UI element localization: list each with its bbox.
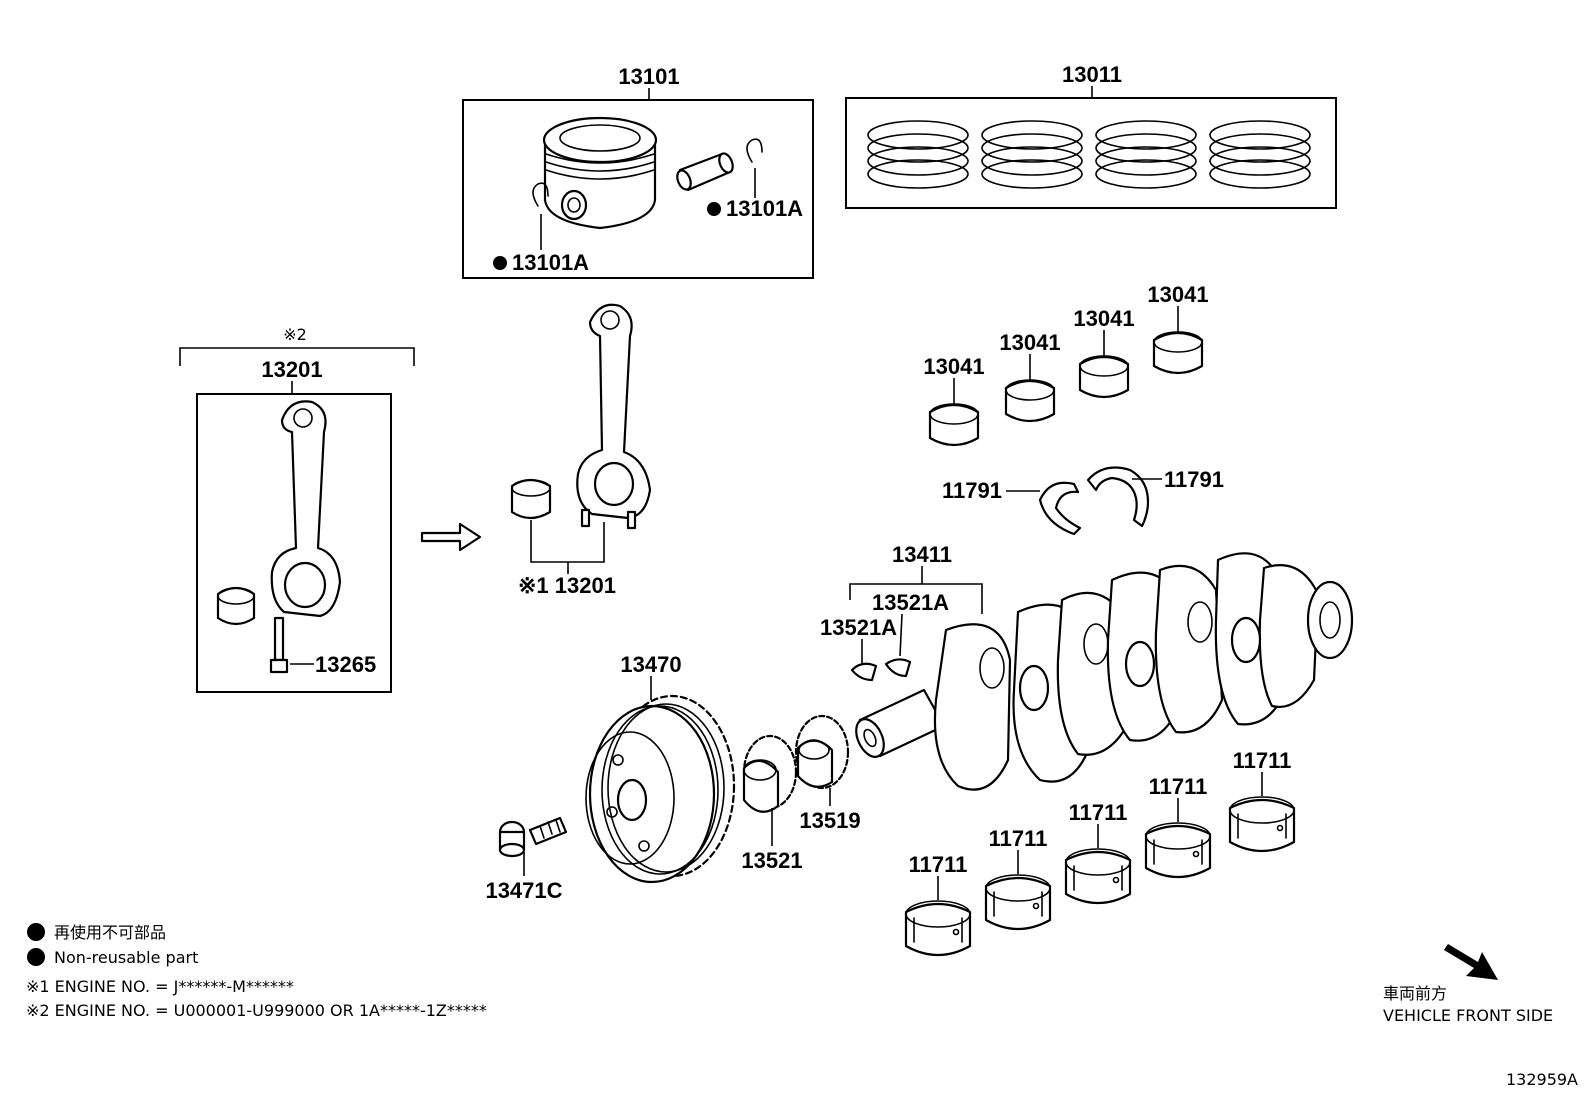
thrust-washer-group: 11791 11791 — [942, 466, 1224, 536]
crank-gear-icon[interactable] — [742, 734, 798, 813]
callout-13265[interactable]: 13265 — [315, 652, 376, 677]
callout-13201-installed[interactable]: ※1 13201 — [518, 573, 616, 598]
piston-icon[interactable] — [542, 116, 658, 230]
legend-jp: 再使用不可部品 — [54, 923, 166, 942]
gear-group: 13521 13519 — [741, 714, 861, 873]
callout-13041-2[interactable]: 13041 — [999, 330, 1060, 355]
callout-13041-4[interactable]: 13041 — [1147, 282, 1208, 307]
direction-label-jp: 車両前方 — [1383, 984, 1447, 1003]
rod-bolt-icon[interactable] — [269, 616, 289, 674]
bearing-shell-icon[interactable] — [1004, 379, 1056, 423]
piston-group: 13101 13101A 13101A — [462, 64, 814, 279]
crank-key-icon[interactable] — [884, 658, 912, 678]
rod-installed-group: ※1 13201 — [510, 303, 652, 598]
connecting-rod-icon[interactable] — [270, 400, 342, 618]
rod-bearing-icon[interactable] — [216, 586, 256, 626]
rod-bearing-icon[interactable] — [510, 478, 552, 520]
legend: 再使用不可部品 Non-reusable part ※1 ENGINE NO. … — [26, 923, 487, 1020]
callout-13471C[interactable]: 13471C — [485, 878, 562, 903]
main-bearing-icon[interactable] — [1064, 848, 1132, 904]
piston-ring-group: 13011 — [845, 62, 1337, 209]
thrust-washer-icon[interactable] — [1038, 481, 1082, 536]
bearing-shell-icon[interactable] — [1152, 331, 1204, 375]
rod-set-frame — [196, 393, 392, 693]
callout-11711-5[interactable]: 11711 — [1233, 748, 1292, 773]
bearing-shell-icon[interactable] — [928, 403, 980, 447]
rod-set-note: ※2 — [283, 325, 307, 344]
crank-pulley-icon[interactable] — [585, 694, 736, 884]
callout-13411[interactable]: 13411 — [892, 542, 952, 567]
signal-rotor-icon[interactable] — [794, 714, 850, 790]
callout-13470[interactable]: 13470 — [620, 652, 681, 677]
crank-bearing-group: 13041 13041 13041 13041 — [923, 282, 1209, 447]
legend-en: Non-reusable part — [54, 948, 198, 967]
engine-note-2: ※2 ENGINE NO. = U000001-U999000 OR 1A***… — [26, 1001, 487, 1020]
piston-ring-icon[interactable] — [981, 120, 1083, 189]
arrow-right-icon — [420, 522, 482, 552]
main-bearing-icon[interactable] — [1144, 822, 1212, 878]
connecting-rod-icon[interactable] — [576, 303, 652, 530]
crankshaft-icon[interactable] — [851, 552, 1354, 791]
rod-set-group: ※2 13201 13265 — [179, 325, 415, 693]
non-reusable-dot-icon — [27, 923, 45, 941]
callout-13011[interactable]: 13011 — [1062, 62, 1122, 87]
callout-11711-2[interactable]: 11711 — [989, 826, 1048, 851]
callout-13041-3[interactable]: 13041 — [1073, 306, 1134, 331]
callout-13521[interactable]: 13521 — [741, 848, 802, 873]
callout-13101A-left[interactable]: 13101A — [512, 250, 589, 275]
non-reusable-dot-icon — [707, 202, 721, 216]
callout-13521A-lower[interactable]: 13521A — [820, 615, 897, 640]
pulley-group: 13470 13471C — [485, 652, 736, 903]
callout-11791-left[interactable]: 11791 — [942, 478, 1002, 503]
figure-id: 132959A — [1506, 1070, 1578, 1089]
snap-ring-right-icon[interactable] — [746, 138, 763, 198]
callout-13101[interactable]: 13101 — [618, 64, 679, 89]
ring-set-frame — [845, 97, 1337, 209]
direction-label-en: VEHICLE FRONT SIDE — [1383, 1006, 1553, 1025]
callout-13041-1[interactable]: 13041 — [923, 354, 984, 379]
piston-ring-icon[interactable] — [1209, 120, 1311, 189]
callout-11711-1[interactable]: 11711 — [909, 852, 968, 877]
non-reusable-dot-icon — [27, 948, 45, 966]
main-bearing-icon[interactable] — [1228, 796, 1296, 852]
main-bearing-icon[interactable] — [984, 874, 1052, 930]
direction-indicator: 車両前方 VEHICLE FRONT SIDE — [1383, 944, 1553, 1025]
bearing-shell-icon[interactable] — [1078, 355, 1130, 399]
piston-pin-icon[interactable] — [675, 151, 736, 192]
snap-ring-left-icon[interactable] — [532, 182, 549, 250]
piston-ring-icon[interactable] — [1095, 120, 1197, 189]
callout-11711-4[interactable]: 11711 — [1149, 774, 1208, 799]
callout-13201-set[interactable]: 13201 — [261, 357, 322, 382]
callout-11791-right[interactable]: 11791 — [1164, 467, 1224, 492]
callout-13521A-upper[interactable]: 13521A — [872, 590, 949, 615]
piston-ring-icon[interactable] — [867, 120, 969, 189]
main-bearing-icon[interactable] — [904, 900, 972, 956]
callout-13101A-right[interactable]: 13101A — [726, 196, 803, 221]
crank-key-icon[interactable] — [850, 662, 878, 682]
direction-arrow-icon — [1444, 944, 1498, 980]
main-bearing-group: 11711 11711 11711 11711 — [904, 748, 1296, 956]
crankshaft-group: 13411 13521A 13521A — [820, 542, 1354, 791]
thrust-washer-icon[interactable] — [1086, 466, 1150, 528]
pulley-bolt-icon[interactable] — [498, 816, 568, 858]
non-reusable-dot-icon — [493, 256, 507, 270]
callout-13519[interactable]: 13519 — [799, 808, 860, 833]
callout-11711-3[interactable]: 11711 — [1069, 800, 1128, 825]
piston-frame — [462, 99, 814, 279]
engine-note-1: ※1 ENGINE NO. = J******-M****** — [26, 977, 294, 996]
